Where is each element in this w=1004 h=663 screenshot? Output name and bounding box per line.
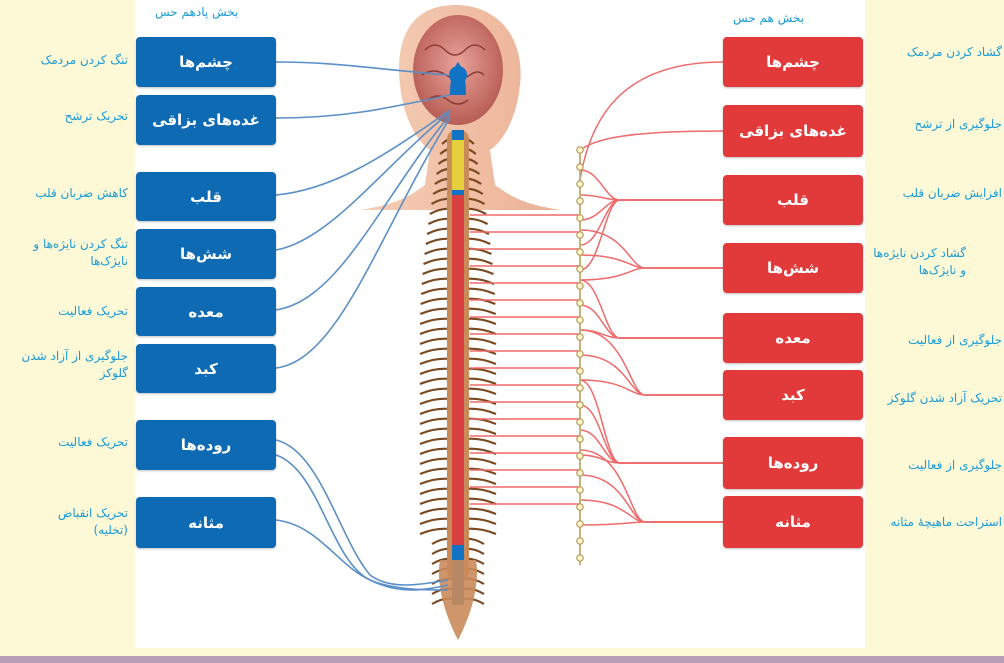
sympathetic-eyes-effect: گشاد کردن مردمک [906, 45, 1002, 59]
sympathetic-salivary-glands-box: غده‌های بزاقی [723, 105, 863, 157]
sympathetic-liver-box: کبد [723, 370, 863, 420]
spinal-column [419, 130, 497, 640]
ganglion-node [576, 248, 584, 256]
parasympathetic-connections [275, 61, 451, 591]
sympathetic-nerve-fiber [579, 474, 723, 523]
parasympathetic-title: بخش پادهم حس [155, 5, 239, 19]
ganglion-node [576, 418, 584, 426]
sympathetic-intestines-box: روده‌ها [723, 437, 863, 489]
ganglion-node [576, 282, 584, 290]
sympathetic-nerve-fiber [579, 379, 723, 464]
sympathetic-liver-effect: تحریک آزاد شدن گلوکز [887, 391, 1002, 405]
ganglion-node [576, 401, 584, 409]
sympathetic-heart-box: قلب [723, 175, 863, 225]
sympathetic-nerve-fiber [579, 521, 723, 526]
sympathetic-heart-effect: افزایش ضربان قلب [902, 186, 1002, 200]
parasympathetic-lungs-box: شش‌ها [136, 229, 276, 279]
sympathetic-ganglion-chain [576, 146, 584, 565]
sympathetic-nerve-fiber [579, 279, 723, 339]
sympathetic-stomach-box: معده [723, 313, 863, 363]
parasympathetic-eyes-box: چشم‌ها [136, 37, 276, 87]
ganglion-node [576, 520, 584, 528]
ganglion-node [576, 367, 584, 375]
ganglion-node [576, 214, 584, 222]
sympathetic-salivary-effect: جلوگیری از ترشح [914, 117, 1002, 131]
sympathetic-nerve-fiber [579, 199, 723, 271]
sympathetic-connections [470, 61, 724, 526]
ganglion-node [576, 452, 584, 460]
sympathetic-nerve-fiber [579, 499, 723, 523]
ganglion-node [576, 384, 584, 392]
ganglion-node [576, 554, 584, 562]
parasympathetic-salivary-glands-box: غده‌های بزاقی [136, 95, 276, 145]
ganglion-node [576, 486, 584, 494]
sympathetic-nerve-fiber [579, 61, 724, 181]
ganglion-node [576, 469, 584, 477]
parasympathetic-eyes-effect: تنگ کردن مردمک [40, 53, 128, 67]
bottom-border [0, 656, 1004, 663]
ganglion-node [576, 503, 584, 511]
ganglion-node [576, 197, 584, 205]
parasympathetic-liver-effect: جلوگیری از آزاد شدن گلوکز [21, 349, 128, 380]
ganglion-node [576, 163, 584, 171]
parasympathetic-heart-effect: کاهش ضربان قلب [35, 186, 128, 200]
sympathetic-nerve-fiber [579, 354, 723, 396]
sympathetic-nerve-fiber [579, 267, 723, 281]
ganglion-node [576, 316, 584, 324]
sympathetic-title: بخش هم حس [733, 11, 805, 25]
parasympathetic-heart-box: قلب [136, 172, 276, 221]
sympathetic-nerve-fiber [579, 449, 723, 523]
parasympathetic-stomach-effect: تحریک فعالیت [58, 304, 128, 318]
sympathetic-nerve-fiber [579, 329, 723, 396]
sympathetic-nerve-fiber [579, 130, 724, 151]
sympathetic-nerve-fiber [579, 379, 723, 396]
parasympathetic-intestines-effect: تحریک فعالیت [58, 435, 128, 449]
sympathetic-nerve-fiber [579, 199, 723, 221]
sympathetic-lungs-effect: گشاد کردن نایژه‌ها و نایژک‌ها [873, 246, 966, 277]
ganglion-node [576, 537, 584, 545]
sympathetic-bladder-box: مثانه [723, 496, 863, 548]
parasympathetic-bladder-box: مثانه [136, 497, 276, 548]
ganglion-node [576, 333, 584, 341]
ganglion-node [576, 435, 584, 443]
ganglion-node [576, 146, 584, 154]
ganglion-node [576, 350, 584, 358]
sympathetic-bladder-effect: استراحت ماهیچهٔ مثانه [890, 515, 1003, 529]
parasympathetic-stomach-box: معده [136, 287, 276, 336]
sympathetic-nerve-fiber [579, 254, 723, 269]
sympathetic-eyes-box: چشم‌ها [723, 37, 863, 87]
ganglion-node [576, 231, 584, 239]
sympathetic-nerve-fiber [579, 404, 723, 464]
sympathetic-intestines-effect: جلوگیری از فعالیت [908, 458, 1002, 472]
sympathetic-nerve-fiber [579, 454, 723, 464]
parasympathetic-intestines-box: روده‌ها [136, 420, 276, 470]
parasympathetic-salivary-effect: تحریک ترشح [64, 109, 128, 123]
ganglion-node [576, 299, 584, 307]
ganglion-node [576, 180, 584, 188]
brain [413, 15, 503, 125]
parasympathetic-bladder-effect: تحریک انقباض (تخلیه) [57, 506, 128, 537]
sympathetic-lungs-box: شش‌ها [723, 243, 863, 293]
parasympathetic-liver-box: کبد [136, 344, 276, 393]
sympathetic-nerve-fiber [579, 169, 723, 201]
parasympathetic-lungs-effect: تنگ کردن نایژه‌ها و نایژک‌ها [33, 237, 128, 268]
sympathetic-stomach-effect: جلوگیری از فعالیت [908, 333, 1002, 347]
ganglion-node [576, 265, 584, 273]
